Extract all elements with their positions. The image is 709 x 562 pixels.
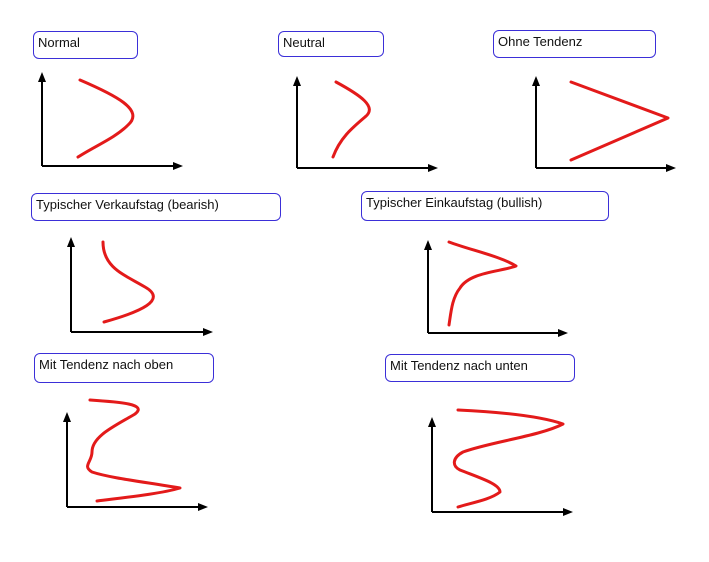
- panel-label-tendenz-oben: Mit Tendenz nach oben: [34, 353, 214, 383]
- curve-tendenz-unten: [452, 408, 565, 509]
- panel-label-neutral: Neutral: [278, 31, 384, 57]
- axes-neutral: [293, 76, 438, 172]
- curve-einkaufstag: [447, 240, 518, 327]
- axes-tendenz-unten: [428, 417, 573, 516]
- curve-verkaufstag: [101, 240, 155, 324]
- panel-label-einkaufstag: Typischer Einkaufstag (bullish): [361, 191, 609, 221]
- curve-normal: [76, 78, 135, 159]
- curve-neutral: [331, 80, 371, 159]
- axes-ohne-tendenz: [532, 76, 676, 172]
- axes-einkaufstag: [424, 240, 568, 337]
- axes-verkaufstag: [67, 237, 213, 336]
- curve-tendenz-oben: [86, 398, 182, 503]
- curve-ohne-tendenz: [569, 80, 670, 162]
- panel-label-ohne-tendenz: Ohne Tendenz: [493, 30, 656, 58]
- panel-label-normal: Normal: [33, 31, 138, 59]
- panel-label-tendenz-unten: Mit Tendenz nach unten: [385, 354, 575, 382]
- axes-tendenz-oben: [63, 412, 208, 511]
- panel-label-verkaufstag: Typischer Verkaufstag (bearish): [31, 193, 281, 221]
- axes-normal: [38, 72, 183, 170]
